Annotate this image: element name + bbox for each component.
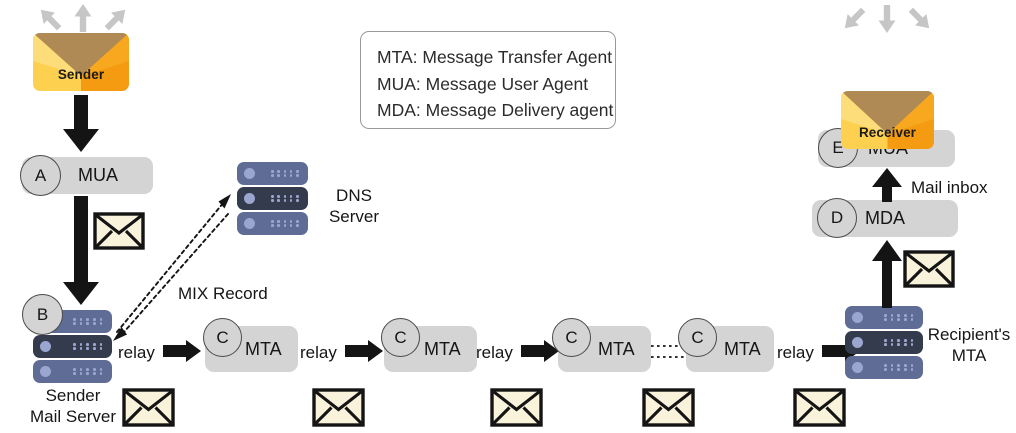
sender-envelope-icon: Sender bbox=[33, 33, 129, 91]
mta-label-2: MTA bbox=[424, 338, 461, 359]
sender-envelope-label: Sender bbox=[57, 67, 105, 82]
sender-to-mua-arrow bbox=[62, 95, 100, 153]
relay-arrow-2 bbox=[345, 340, 383, 362]
relay-label-3: relay bbox=[476, 343, 513, 362]
acronym-legend: MTA: Message Transfer Agent MUA: Message… bbox=[360, 31, 616, 129]
mail-icon-recipient-mta bbox=[793, 388, 846, 427]
receiver-inbound-arrows bbox=[838, 2, 936, 36]
step-circle-c-2-letter: C bbox=[394, 327, 407, 347]
step-circle-c-1-letter: C bbox=[216, 327, 229, 347]
recipient-mta-label: Recipient's MTA bbox=[927, 325, 1011, 365]
mail-icon-mda-inbound bbox=[903, 250, 955, 288]
step-circle-c-3: C bbox=[552, 318, 591, 357]
step-circle-a-letter: A bbox=[34, 165, 47, 185]
mail-inbox-label: Mail inbox bbox=[911, 178, 988, 197]
recipient-mda-label: MDA bbox=[865, 208, 905, 228]
mix-record-label: MIX Record bbox=[178, 284, 268, 303]
recipientmta-to-mda-arrow bbox=[871, 240, 903, 308]
recipient-mta-server-icon bbox=[845, 306, 923, 379]
mta-label-4: MTA bbox=[724, 338, 761, 359]
relay-arrow-3 bbox=[521, 340, 559, 362]
mta-label-1: MTA bbox=[245, 338, 282, 359]
mail-icon-mta-2 bbox=[312, 388, 365, 427]
step-circle-e-letter: E bbox=[832, 138, 844, 157]
step-circle-c-4: C bbox=[678, 318, 717, 357]
mail-icon-mta-3 bbox=[490, 388, 543, 427]
relay-label-1: relay bbox=[118, 343, 155, 362]
step-circle-c-4-letter: C bbox=[691, 327, 704, 347]
sender-mail-server-icon bbox=[33, 310, 112, 383]
receiver-envelope-label: Receiver bbox=[858, 125, 917, 140]
relay-label-4: relay bbox=[777, 343, 814, 362]
step-circle-b-letter: B bbox=[36, 304, 49, 324]
dns-server-icon bbox=[237, 162, 308, 235]
step-circle-c-3-letter: C bbox=[565, 327, 578, 347]
mua-to-mailserver-arrow bbox=[62, 196, 100, 306]
mail-icon-mta-1 bbox=[122, 388, 175, 427]
dns-query-response-arrows bbox=[100, 190, 250, 341]
legend-line-mda: MDA: Message Delivery agent bbox=[377, 100, 614, 121]
relay-arrow-1 bbox=[163, 340, 201, 362]
mail-icon-sender-mua bbox=[93, 212, 145, 250]
relay-label-2: relay bbox=[300, 343, 337, 362]
mda-to-mua-arrow bbox=[871, 168, 903, 202]
sender-mua-label: MUA bbox=[78, 165, 118, 185]
receiver-envelope-icon: Receiver bbox=[841, 91, 934, 149]
step-circle-c-2: C bbox=[381, 318, 420, 357]
step-circle-c-1: C bbox=[203, 318, 242, 357]
mta-label-3: MTA bbox=[598, 338, 635, 359]
step-circle-b: B bbox=[22, 294, 63, 335]
sender-outbound-arrows bbox=[34, 2, 132, 36]
step-circle-d: D bbox=[817, 198, 857, 238]
legend-line-mua: MUA: Message User Agent bbox=[377, 73, 589, 94]
step-circle-d-letter: D bbox=[830, 208, 844, 227]
mail-icon-mta-4 bbox=[642, 388, 695, 427]
sender-mail-server-label: Sender Mail Server bbox=[30, 386, 116, 426]
step-circle-a: A bbox=[20, 155, 61, 196]
dns-server-label: DNS Server bbox=[328, 186, 380, 226]
legend-line-mta: MTA: Message Transfer Agent bbox=[377, 47, 613, 67]
